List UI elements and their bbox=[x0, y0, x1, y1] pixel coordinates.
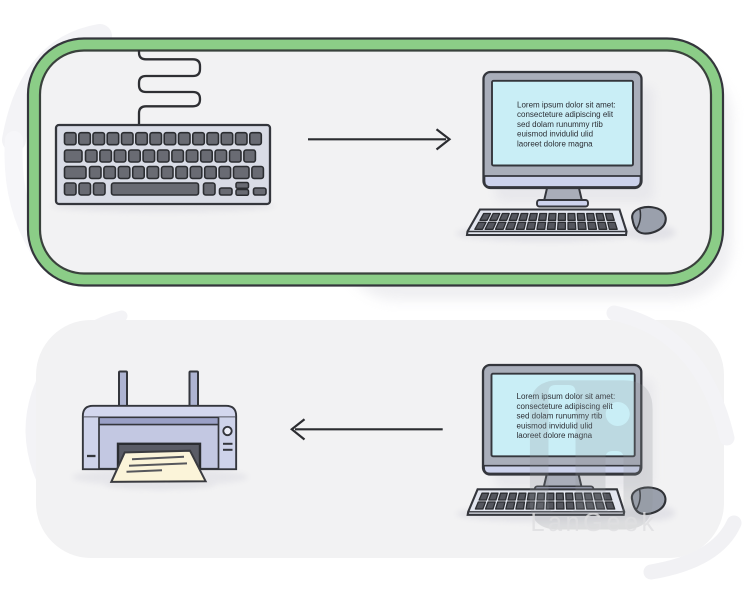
svg-text:LanGeek: LanGeek bbox=[530, 509, 657, 537]
svg-text:Lorem ipsum dolor sit amet:con: Lorem ipsum dolor sit amet:consecteture … bbox=[517, 101, 616, 149]
svg-text:Lorem ipsum dolor sit amet:con: Lorem ipsum dolor sit amet:consecteture … bbox=[517, 392, 616, 440]
